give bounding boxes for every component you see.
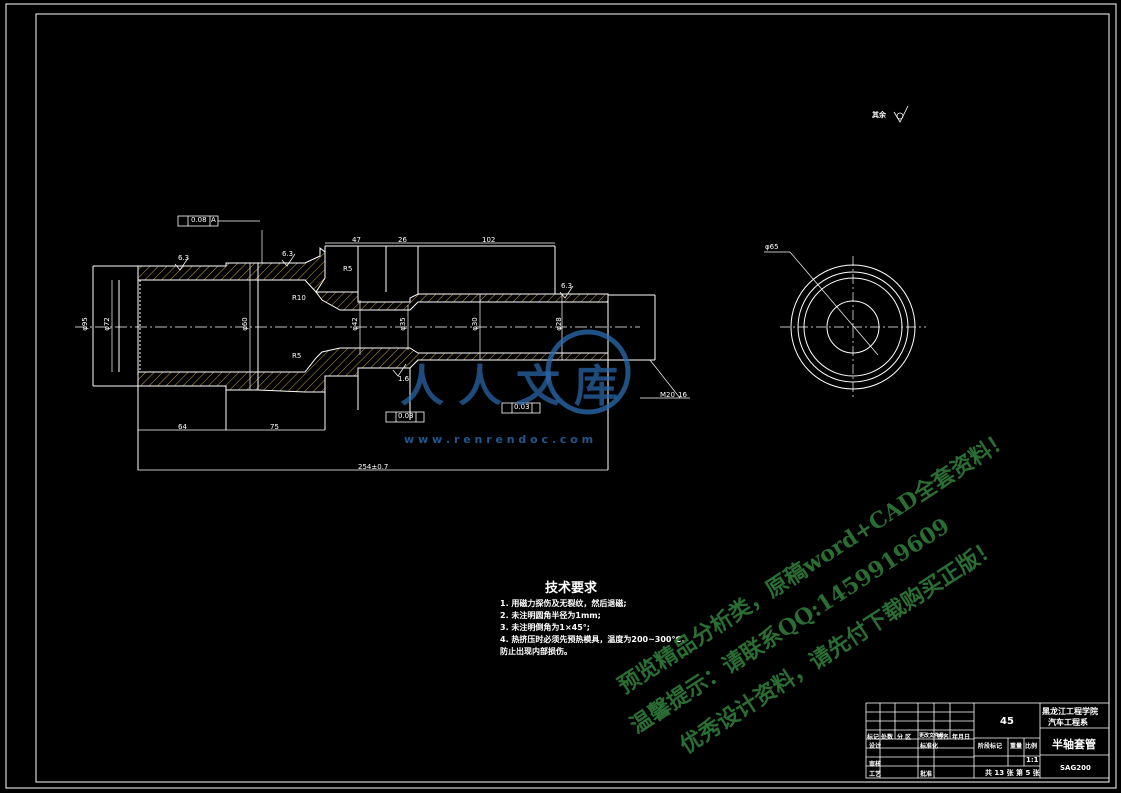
roughness-left-value: 6.3: [178, 254, 190, 262]
dim-overall: 254±0.7: [358, 463, 389, 471]
tolerance-frames: [177, 215, 541, 423]
shaft-section: [92, 245, 656, 470]
roughness-mid-value: 6.3: [282, 250, 294, 258]
tb-standard: 标准化: [920, 743, 939, 750]
dim-r5-bottom: R5: [292, 352, 302, 360]
dia-inner-left: φ72: [102, 317, 111, 331]
inner-border: [35, 13, 1110, 783]
renren-logo: [545, 329, 631, 415]
dim-bottom-75: 75: [270, 423, 279, 431]
dia-1: φ42: [350, 317, 359, 331]
dimension-lines: [92, 230, 690, 471]
roughness-bottom-value: 1.6: [398, 375, 410, 383]
tb-row-label-4: 签名: [937, 734, 950, 741]
tolerance-bottom-1: 0.03: [398, 412, 414, 420]
tb-drawing-no: SAG200: [1060, 764, 1091, 772]
dim-top-102: 102: [482, 236, 496, 244]
title-block-grid: [865, 702, 1110, 779]
surface-finish-icon: [893, 105, 909, 123]
tb-row-label-0: 标记: [867, 734, 880, 741]
tb-reviewer: 审核: [869, 761, 882, 768]
tb-ratio: 比例: [1025, 743, 1038, 750]
tb-designer: 设计: [869, 743, 882, 750]
end-view-label: φ65: [765, 243, 779, 251]
tb-part-name: 半轴套管: [1052, 738, 1096, 751]
dim-top-47: 47: [352, 236, 361, 244]
end-view: [764, 251, 926, 398]
dia-4: φ28: [554, 317, 563, 331]
dia-mid: φ60: [240, 317, 249, 331]
tb-row-label-2: 分 区: [897, 734, 912, 741]
roughness-right-value: 6.3: [561, 282, 573, 290]
tech-item-4: 4. 热挤压时必须先预热模具，温度为200~300℃，: [500, 635, 690, 644]
tb-department: 汽车工程系: [1048, 718, 1088, 727]
tech-item-3: 3. 未注明倒角为1×45°;: [500, 623, 590, 632]
dim-top-26: 26: [398, 236, 407, 244]
dia-outer-left: φ95: [80, 317, 89, 331]
roughness-marks: [174, 253, 574, 377]
tolerance-top-value: 0.08: [191, 216, 207, 224]
tb-material: 45: [1000, 716, 1014, 727]
tech-item-2: 2. 未注明圆角半径为1mm;: [500, 611, 601, 620]
dim-right-side: 16: [678, 391, 687, 399]
dia-2: φ35: [398, 317, 407, 331]
tb-approve: 批准: [920, 771, 933, 778]
watermark-url: w w w . r e n r e n d o c . c o m: [404, 433, 594, 446]
tolerance-top-datum: A: [211, 216, 216, 224]
tb-scale: 1:1: [1026, 756, 1039, 764]
tb-row-label-1: 处数: [881, 734, 894, 741]
dia-3: φ30: [470, 317, 479, 331]
tb-school: 黑龙江工程学院: [1042, 707, 1098, 716]
tb-weight: 重量: [1010, 743, 1023, 750]
tb-process: 工艺: [869, 771, 882, 778]
tb-row-label-3: 更改文件号: [919, 733, 945, 739]
tb-sheet-info: 共 13 张 第 5 张: [985, 769, 1040, 777]
outer-border: [5, 3, 1117, 789]
tech-requirements-title: 技术要求: [545, 581, 598, 596]
tolerance-bottom-2: 0.03: [514, 403, 530, 411]
surface-note-label: 其余: [872, 111, 886, 119]
tech-item-1: 1. 用磁力探伤及无裂纹，然后退磁;: [500, 599, 627, 608]
watermark-brand: 人人文库: [400, 361, 632, 412]
tech-item-5: 防止出现内部损伤。: [500, 647, 572, 656]
dim-r10: R10: [292, 294, 306, 302]
dim-right-label: M20: [660, 391, 675, 399]
dim-r5-top: R5: [343, 265, 353, 273]
tb-row-label-5: 年月日: [952, 734, 971, 741]
tb-stage: 阶段标记: [978, 743, 1003, 750]
dim-bottom-64: 64: [178, 423, 187, 431]
